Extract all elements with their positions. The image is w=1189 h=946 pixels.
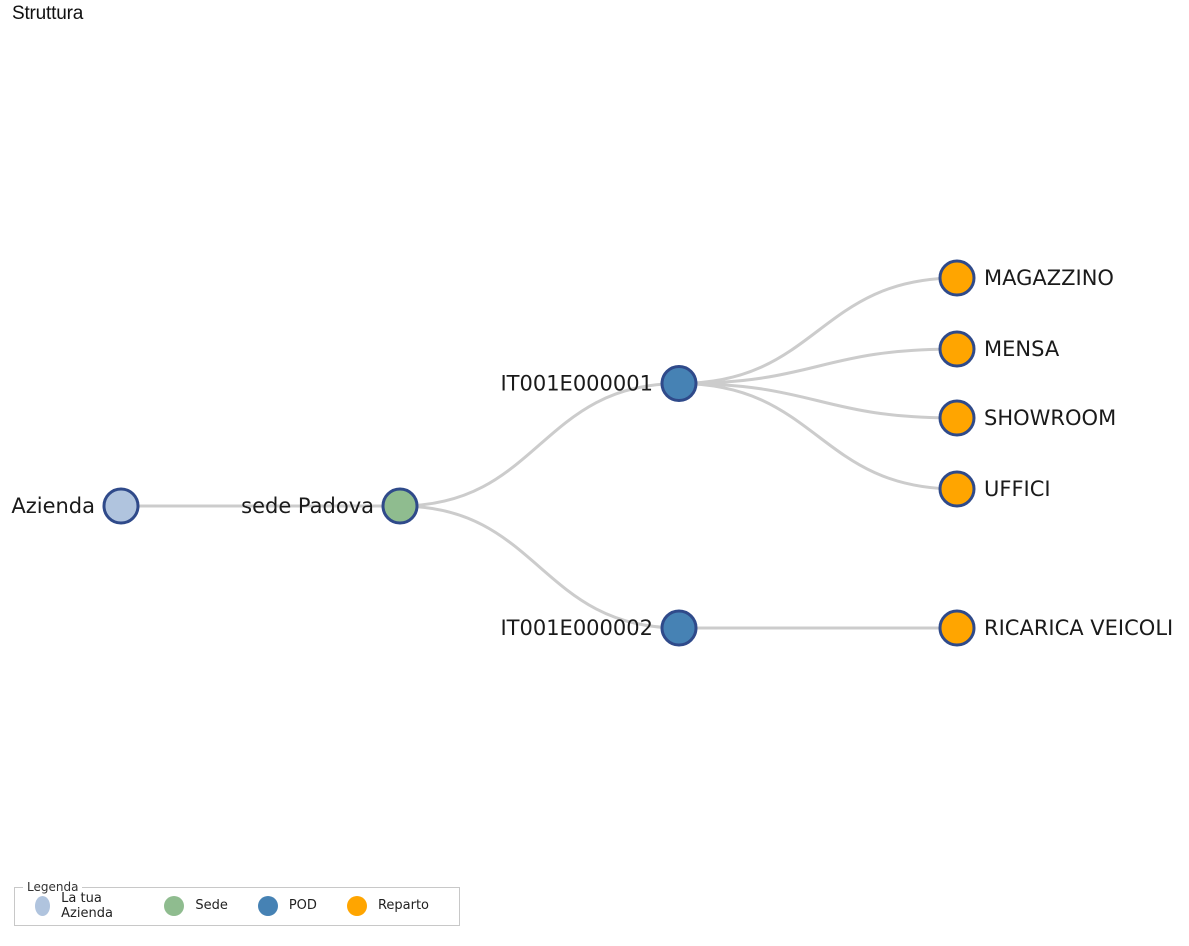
legend-title: Legenda: [27, 880, 79, 894]
tree-node-mensa[interactable]: MENSA: [938, 330, 1060, 368]
legend-item-label: POD: [288, 898, 317, 913]
tree-node-pod-1[interactable]: IT001E000001: [500, 365, 698, 402]
tree-node-magazzino[interactable]: MAGAZZINO: [938, 259, 1114, 297]
tree-node-ricarica-veicoli[interactable]: RICARICA VEICOLI: [938, 609, 1173, 647]
tree-links: [121, 276, 958, 630]
legend-dot-icon: [164, 895, 185, 916]
tree-link-sede-padova-pod-2: [399, 504, 680, 630]
legend-item-sede: Sede: [164, 895, 228, 916]
tree-node-uffici[interactable]: UFFICI: [938, 470, 1051, 508]
node-label: MAGAZZINO: [984, 266, 1114, 290]
tree-link-pod-1-magazzino: [678, 276, 958, 385]
node-circle-azienda[interactable]: [102, 487, 140, 525]
legend-dot-icon: [257, 895, 278, 916]
tree-node-sede-padova[interactable]: sede Padova: [241, 487, 419, 525]
node-circle-pod[interactable]: [660, 609, 698, 647]
node-label: sede Padova: [241, 494, 374, 518]
legend-dot-icon: [35, 895, 51, 916]
node-circle-pod[interactable]: [660, 365, 698, 402]
node-label: Azienda: [11, 494, 95, 518]
node-label: MENSA: [984, 337, 1060, 361]
node-label: IT001E000002: [500, 616, 653, 640]
page-title: Struttura: [12, 3, 84, 24]
node-label: IT001E000001: [500, 372, 653, 396]
legend-item-label: Reparto: [377, 898, 429, 913]
node-label: UFFICI: [984, 477, 1051, 501]
legend-items: La tua Azienda Sede POD Reparto: [15, 890, 459, 921]
tree-link-pod-1-mensa: [678, 347, 958, 385]
node-label: RICARICA VEICOLI: [984, 616, 1173, 640]
legend-item-label: Sede: [195, 898, 228, 913]
node-circle-reparto[interactable]: [938, 259, 976, 297]
node-circle-reparto[interactable]: [938, 609, 976, 647]
tree-nodes: Azienda sede Padova IT001E000001IT001E0000…: [11, 259, 1173, 647]
node-circle-reparto[interactable]: [938, 399, 976, 437]
tree-link-pod-1-showroom: [678, 382, 958, 420]
node-circle-reparto[interactable]: [938, 470, 976, 508]
tree-link-sede-padova-pod-1: [399, 382, 680, 508]
legend-item-label: La tua Azienda: [61, 890, 113, 921]
legend-dot-icon: [346, 895, 367, 916]
node-circle-sede[interactable]: [381, 487, 419, 525]
structure-tree: Azienda sede Padova IT001E000001IT001E0000…: [11, 259, 1173, 647]
tree-node-showroom[interactable]: SHOWROOM: [938, 399, 1116, 437]
tree-link-pod-1-uffici: [678, 382, 958, 491]
legend-item-pod: POD: [257, 895, 317, 916]
tree-node-azienda[interactable]: Azienda: [11, 487, 140, 525]
legend-item-reparto: Reparto: [346, 895, 429, 916]
node-circle-reparto[interactable]: [938, 330, 976, 368]
node-label: SHOWROOM: [984, 406, 1116, 430]
legend-item-azienda: La tua Azienda: [35, 891, 134, 921]
legend: Legenda La tua Azienda Sede POD Reparto: [14, 880, 460, 926]
tree-node-pod-2[interactable]: IT001E000002: [500, 609, 698, 647]
